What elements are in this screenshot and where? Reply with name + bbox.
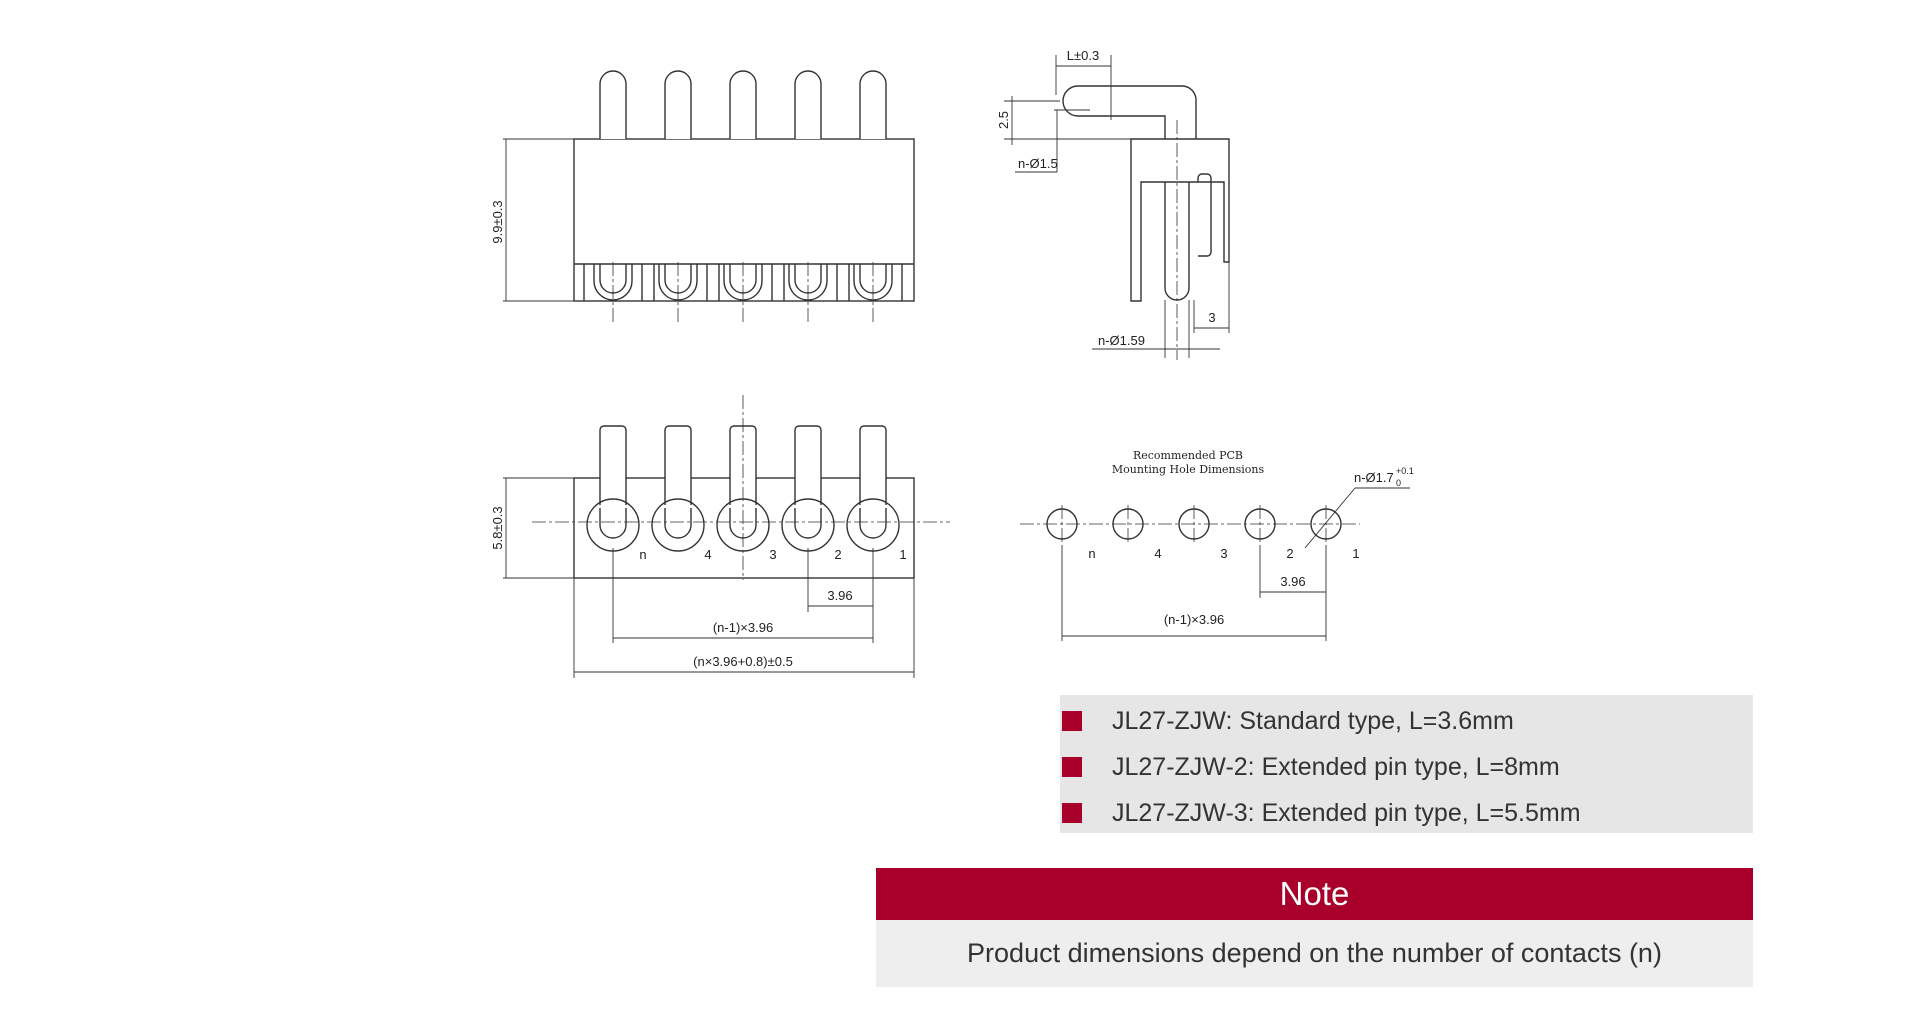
pcb-label-n: n bbox=[1088, 546, 1095, 561]
variant-item: JL27-ZJW-3: Extended pin type, L=5.5mm bbox=[1060, 796, 1581, 830]
dim-2-5: 2.5 bbox=[996, 111, 1011, 129]
pcb-label-3: 3 bbox=[1220, 546, 1227, 561]
variant-text: JL27-ZJW-3: Extended pin type, L=5.5mm bbox=[1112, 798, 1581, 827]
pin-label-3: 3 bbox=[769, 547, 776, 562]
pcb-hole-dim: n-Ø1.7 bbox=[1354, 470, 1394, 485]
dim-span-bottom: (n-1)×3.96 bbox=[713, 620, 773, 635]
front-view-bottom bbox=[573, 425, 915, 579]
pin-label-n: n bbox=[639, 547, 646, 562]
pcb-hole-tol-lower: 0 bbox=[1396, 478, 1401, 488]
variant-text: JL27-ZJW: Standard type, L=3.6mm bbox=[1112, 706, 1514, 735]
bullet-square-icon bbox=[1062, 711, 1082, 731]
dim-pin-1-59: n-Ø1.59 bbox=[1098, 333, 1145, 348]
pin-label-1: 1 bbox=[899, 547, 906, 562]
dim-pitch-bottom: 3.96 bbox=[827, 588, 852, 603]
side-view bbox=[1062, 85, 1230, 302]
dim-hole-1-5: n-Ø1.5 bbox=[1018, 156, 1058, 171]
pcb-label-1: 1 bbox=[1352, 546, 1359, 561]
dim-height-bottom: 5.8±0.3 bbox=[490, 506, 505, 549]
bullet-square-icon bbox=[1062, 757, 1082, 777]
pcb-label-4: 4 bbox=[1154, 546, 1161, 561]
pin-label-2: 2 bbox=[834, 547, 841, 562]
pcb-hole-tol-upper: +0.1 bbox=[1396, 466, 1414, 476]
variant-text: JL27-ZJW-2: Extended pin type, L=8mm bbox=[1112, 752, 1560, 781]
dim-L: L±0.3 bbox=[1067, 48, 1099, 63]
note-text: Product dimensions depend on the number … bbox=[876, 920, 1753, 987]
note-title: Note bbox=[876, 868, 1753, 920]
variant-item: JL27-ZJW: Standard type, L=3.6mm bbox=[1060, 704, 1514, 738]
pcb-dim-pitch: 3.96 bbox=[1280, 574, 1305, 589]
variant-list: JL27-ZJW: Standard type, L=3.6mm JL27-ZJ… bbox=[1060, 695, 1753, 833]
dim-3: 3 bbox=[1208, 310, 1215, 325]
bullet-square-icon bbox=[1062, 803, 1082, 823]
pcb-label-2: 2 bbox=[1286, 546, 1293, 561]
dim-total-bottom: (n×3.96+0.8)±0.5 bbox=[693, 654, 793, 669]
pin-label-4: 4 bbox=[704, 547, 711, 562]
pcb-title-line2: Mounting Hole Dimensions bbox=[1112, 463, 1265, 476]
front-view-top bbox=[573, 70, 915, 302]
dim-height-top: 9.9±0.3 bbox=[490, 200, 505, 243]
pcb-title-line1: Recommended PCB bbox=[1133, 449, 1243, 462]
pcb-dim-span: (n-1)×3.96 bbox=[1164, 612, 1224, 627]
variant-item: JL27-ZJW-2: Extended pin type, L=8mm bbox=[1060, 750, 1560, 784]
